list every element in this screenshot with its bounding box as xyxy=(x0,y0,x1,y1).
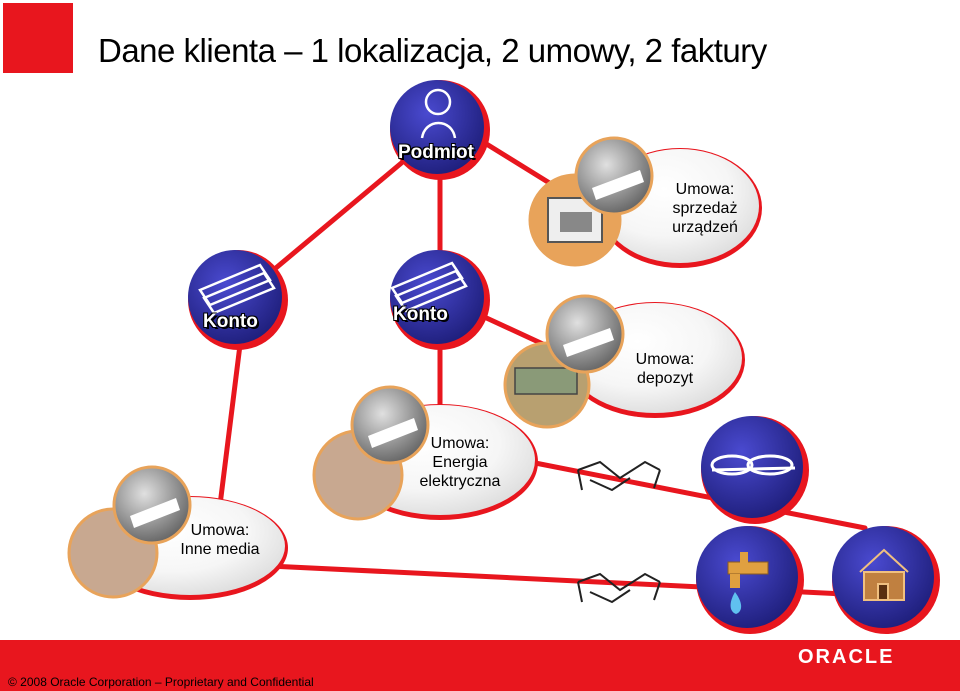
media-contract-label: Umowa: Inne media xyxy=(180,522,260,558)
account-cards-icon xyxy=(198,263,276,315)
copyright-text: © 2008 Oracle Corporation – Proprietary … xyxy=(8,675,314,689)
page-title: Dane klienta – 1 lokalizacja, 2 umowy, 2… xyxy=(98,32,767,69)
sale-contract-label: Umowa: sprzedaż urządzeń xyxy=(672,181,738,236)
konto-left-node xyxy=(188,250,288,350)
energy-contract-bubble xyxy=(312,385,538,521)
deposit-contract-label: Umowa: depozyt xyxy=(635,351,695,387)
podmiot-label: Podmiot xyxy=(398,142,474,163)
line-energy-right xyxy=(517,457,868,531)
faucet-node xyxy=(696,526,804,634)
energy-contract-label: Umowa: Energia elektryczna xyxy=(419,435,501,490)
deposit-contract-bubble xyxy=(503,294,745,429)
brand-square xyxy=(3,3,73,73)
konto-center-label: Konto xyxy=(393,304,448,325)
oracle-logo: ORACLE xyxy=(798,646,895,668)
relationship-diagram xyxy=(67,80,940,634)
handshake-icon-upper xyxy=(577,460,661,492)
podmiot-node xyxy=(390,80,490,180)
faucet-icon xyxy=(727,552,769,614)
house-node xyxy=(832,526,940,634)
house-icon xyxy=(859,548,909,601)
media-contract-bubble xyxy=(67,465,288,600)
konto-left-label: Konto xyxy=(203,311,258,332)
handshake-icon-lower xyxy=(577,572,661,604)
footer-bar xyxy=(0,640,960,691)
line-konto-left-media xyxy=(217,342,243,508)
knot-node xyxy=(701,416,809,524)
line-konto-deposit xyxy=(477,312,548,348)
knot-icon xyxy=(710,454,796,476)
person-icon xyxy=(420,88,457,139)
konto-center-node xyxy=(390,250,490,350)
sale-contract-bubble xyxy=(528,136,762,268)
